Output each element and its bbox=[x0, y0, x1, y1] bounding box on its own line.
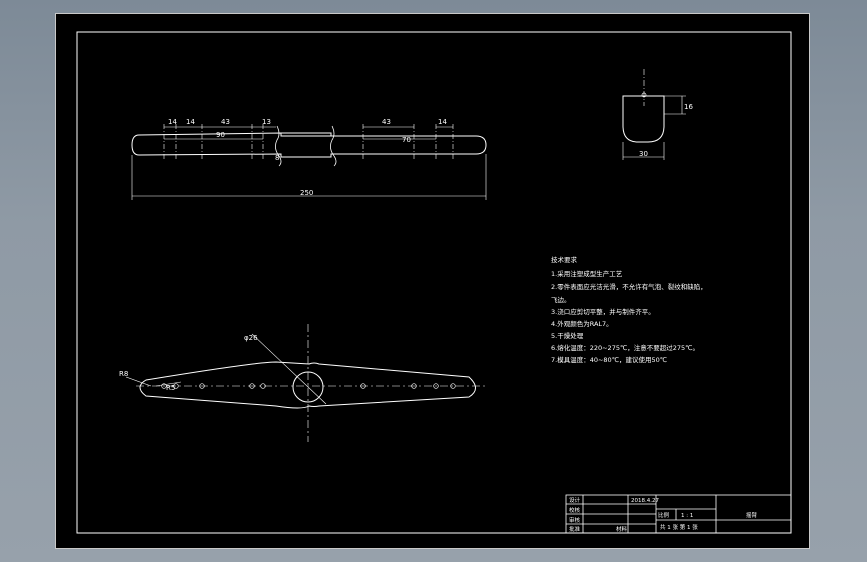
tb-approve-label: 批准 bbox=[569, 525, 581, 533]
dim-43a: 43 bbox=[221, 118, 230, 126]
dim-90: 90 bbox=[216, 131, 225, 139]
drawing-sheet: 14 14 43 90 13 8 43 70 14 250 16 30 bbox=[55, 13, 810, 549]
dim-16: 16 bbox=[684, 103, 693, 111]
note-line-2: 2.零件表面应光洁光滑，不允许有气泡、裂纹和缺陷， bbox=[551, 282, 707, 291]
dim-14c: 14 bbox=[438, 118, 447, 126]
inner-border bbox=[76, 31, 792, 534]
dim-r8: R8 bbox=[119, 370, 128, 378]
note-line-4: 3.浇口应剪切平整，并与制件齐平。 bbox=[551, 307, 655, 316]
tb-check-label: 校核 bbox=[569, 506, 581, 514]
note-line-1: 1.采用注塑成型生产工艺 bbox=[551, 269, 623, 278]
plan-view bbox=[125, 324, 486, 442]
front-view bbox=[131, 124, 487, 200]
dim-43b: 43 bbox=[382, 118, 391, 126]
tb-date: 2018.4.27 bbox=[631, 498, 659, 504]
plan-view-dims: φ26 R8 R5 bbox=[119, 334, 258, 392]
note-line-7: 6.熔化温度：220~275℃，注意不要超过275℃。 bbox=[551, 343, 699, 352]
dim-13: 13 bbox=[262, 118, 271, 126]
front-view-dims: 14 14 43 90 13 8 43 70 14 250 bbox=[168, 118, 447, 197]
note-line-3: 飞边。 bbox=[551, 296, 571, 304]
note-line-6: 5.干燥处理 bbox=[551, 331, 584, 340]
notes-title: 技术要求 bbox=[551, 255, 578, 264]
dim-14a: 14 bbox=[168, 118, 177, 126]
tb-part-name: 摇臂 bbox=[746, 511, 758, 519]
dim-70: 70 bbox=[402, 136, 411, 144]
dim-8: 8 bbox=[275, 154, 279, 162]
tb-scale-label: 比例 bbox=[658, 511, 670, 519]
tb-review-label: 审核 bbox=[569, 516, 581, 524]
tb-material-label: 材料 bbox=[616, 525, 628, 533]
section-view bbox=[622, 69, 686, 160]
note-line-8: 7.模具温度：40~80℃，建议使用50℃ bbox=[551, 355, 667, 364]
section-view-dims: 16 30 bbox=[639, 103, 693, 158]
title-block-text: 设计 2018.4.27 校核 审核 批准 材料 比例 1 : 1 共 1 张 … bbox=[569, 496, 758, 533]
title-block bbox=[565, 494, 792, 534]
technical-notes: 技术要求 1.采用注塑成型生产工艺 2.零件表面应光洁光滑，不允许有气泡、裂纹和… bbox=[551, 255, 707, 364]
note-line-5: 4.外观颜色为RAL7。 bbox=[551, 319, 613, 328]
dim-30: 30 bbox=[639, 150, 648, 158]
tb-scale-value: 1 : 1 bbox=[681, 513, 693, 519]
cad-drawing: 14 14 43 90 13 8 43 70 14 250 16 30 bbox=[76, 31, 792, 534]
dim-14b: 14 bbox=[186, 118, 195, 126]
dim-diam-26: φ26 bbox=[244, 334, 258, 342]
tb-design-label: 设计 bbox=[569, 496, 581, 504]
tb-sheet-text: 共 1 张 第 1 张 bbox=[660, 523, 698, 531]
dim-small-r: R5 bbox=[166, 384, 175, 392]
dim-250: 250 bbox=[300, 189, 313, 197]
